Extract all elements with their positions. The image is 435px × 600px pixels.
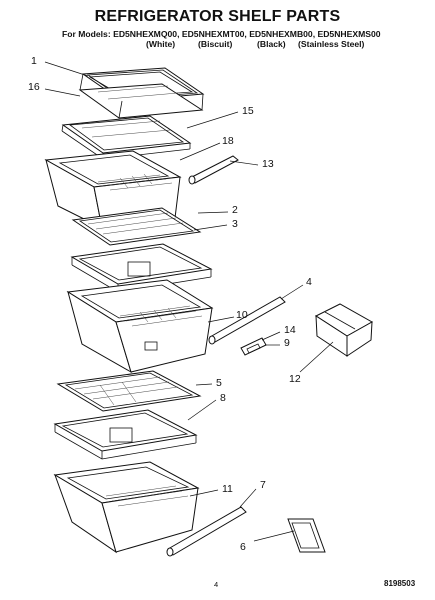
color-white: (White) (146, 39, 176, 49)
bracket-small (240, 337, 267, 356)
rail-upper (188, 155, 239, 185)
callout-15: 15 (242, 105, 254, 117)
crisper-drawer-lower (53, 461, 200, 554)
document-id: 8198503 (384, 579, 416, 588)
cover-plate (287, 518, 326, 553)
rail-middle (208, 296, 286, 345)
callout-18: 18 (222, 135, 234, 147)
callout-11: 11 (222, 483, 233, 495)
callout-16: 16 (28, 81, 40, 93)
color-black: (Black) (257, 39, 286, 49)
models-line: For Models: ED5NHEXMQ00, ED5NHEXMT00, ED… (62, 29, 381, 39)
color-stainless: (Stainless Steel) (298, 39, 365, 49)
callout-2: 2 (232, 204, 238, 216)
shelf-lower (56, 370, 202, 412)
leader-lines (44, 61, 334, 542)
glass-shelf-second (61, 115, 192, 160)
callout-3: 3 (232, 218, 238, 230)
callout-14: 14 (284, 324, 296, 336)
page-title: REFRIGERATOR SHELF PARTS (94, 8, 341, 25)
callout-7: 7 (260, 479, 266, 491)
page-number: 4 (214, 580, 219, 589)
callout-10: 10 (236, 309, 248, 321)
color-biscuit: (Biscuit) (198, 39, 233, 49)
door-bin (314, 303, 374, 357)
glass-shelf-top (78, 67, 205, 119)
callout-12: 12 (289, 373, 301, 385)
callout-5: 5 (216, 377, 222, 389)
shelf-middle (71, 207, 202, 246)
callout-1: 1 (31, 55, 37, 67)
callout-6: 6 (240, 541, 246, 553)
shelf-frame-lower (53, 409, 198, 460)
callout-8: 8 (220, 392, 226, 404)
shelf-frame-middle (70, 243, 213, 293)
callout-4: 4 (306, 276, 312, 288)
callout-13: 13 (262, 158, 274, 170)
crisper-drawer-middle (66, 279, 214, 374)
callout-9: 9 (284, 337, 290, 349)
rail-lower (166, 506, 247, 557)
